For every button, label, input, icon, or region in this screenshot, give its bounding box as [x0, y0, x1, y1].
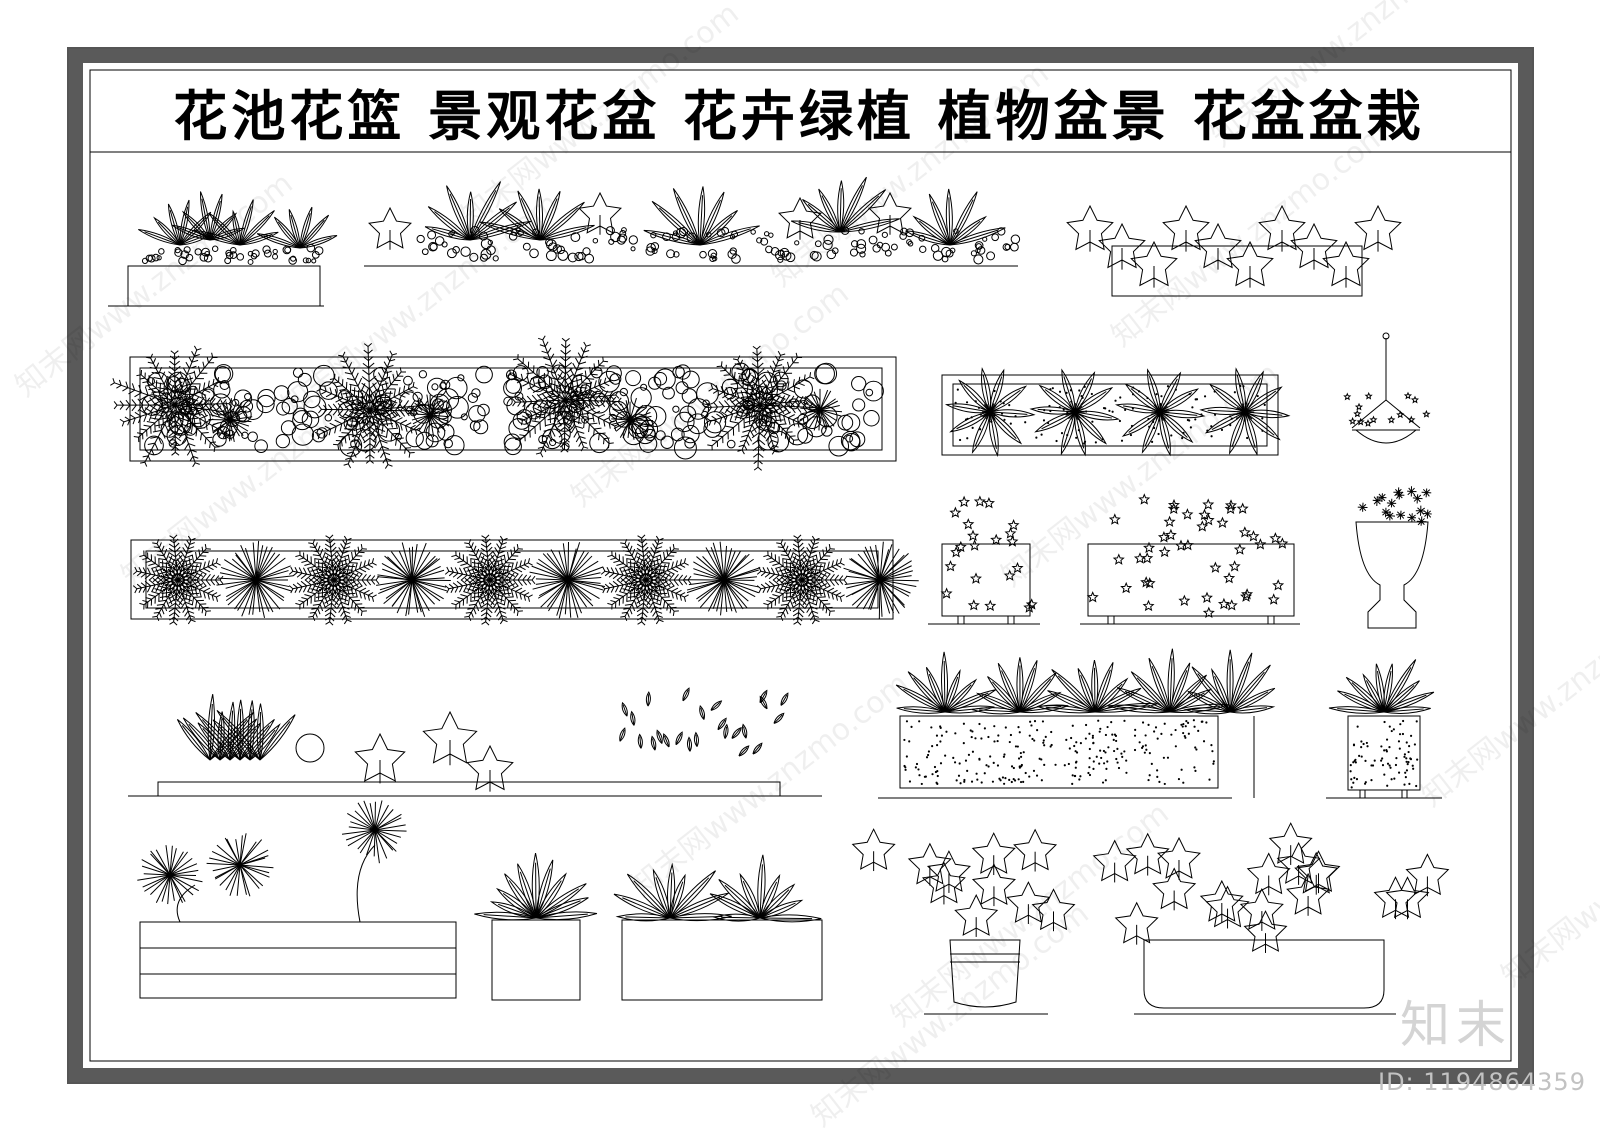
wooden-planter-bonsai	[137, 800, 456, 998]
image-id-label: ID: 1194864359	[1378, 1068, 1586, 1096]
square-pot-spiky	[474, 853, 597, 1000]
urn-pot	[1356, 486, 1432, 628]
planter-long-textured	[878, 649, 1275, 798]
oval-planter-leafy	[1094, 823, 1449, 1014]
hanging-basket	[1344, 333, 1429, 443]
garden-bed-mixed-plants	[128, 688, 822, 796]
brand-watermark: 知末	[1400, 985, 1512, 1057]
planter-plan-spiky	[131, 535, 919, 625]
